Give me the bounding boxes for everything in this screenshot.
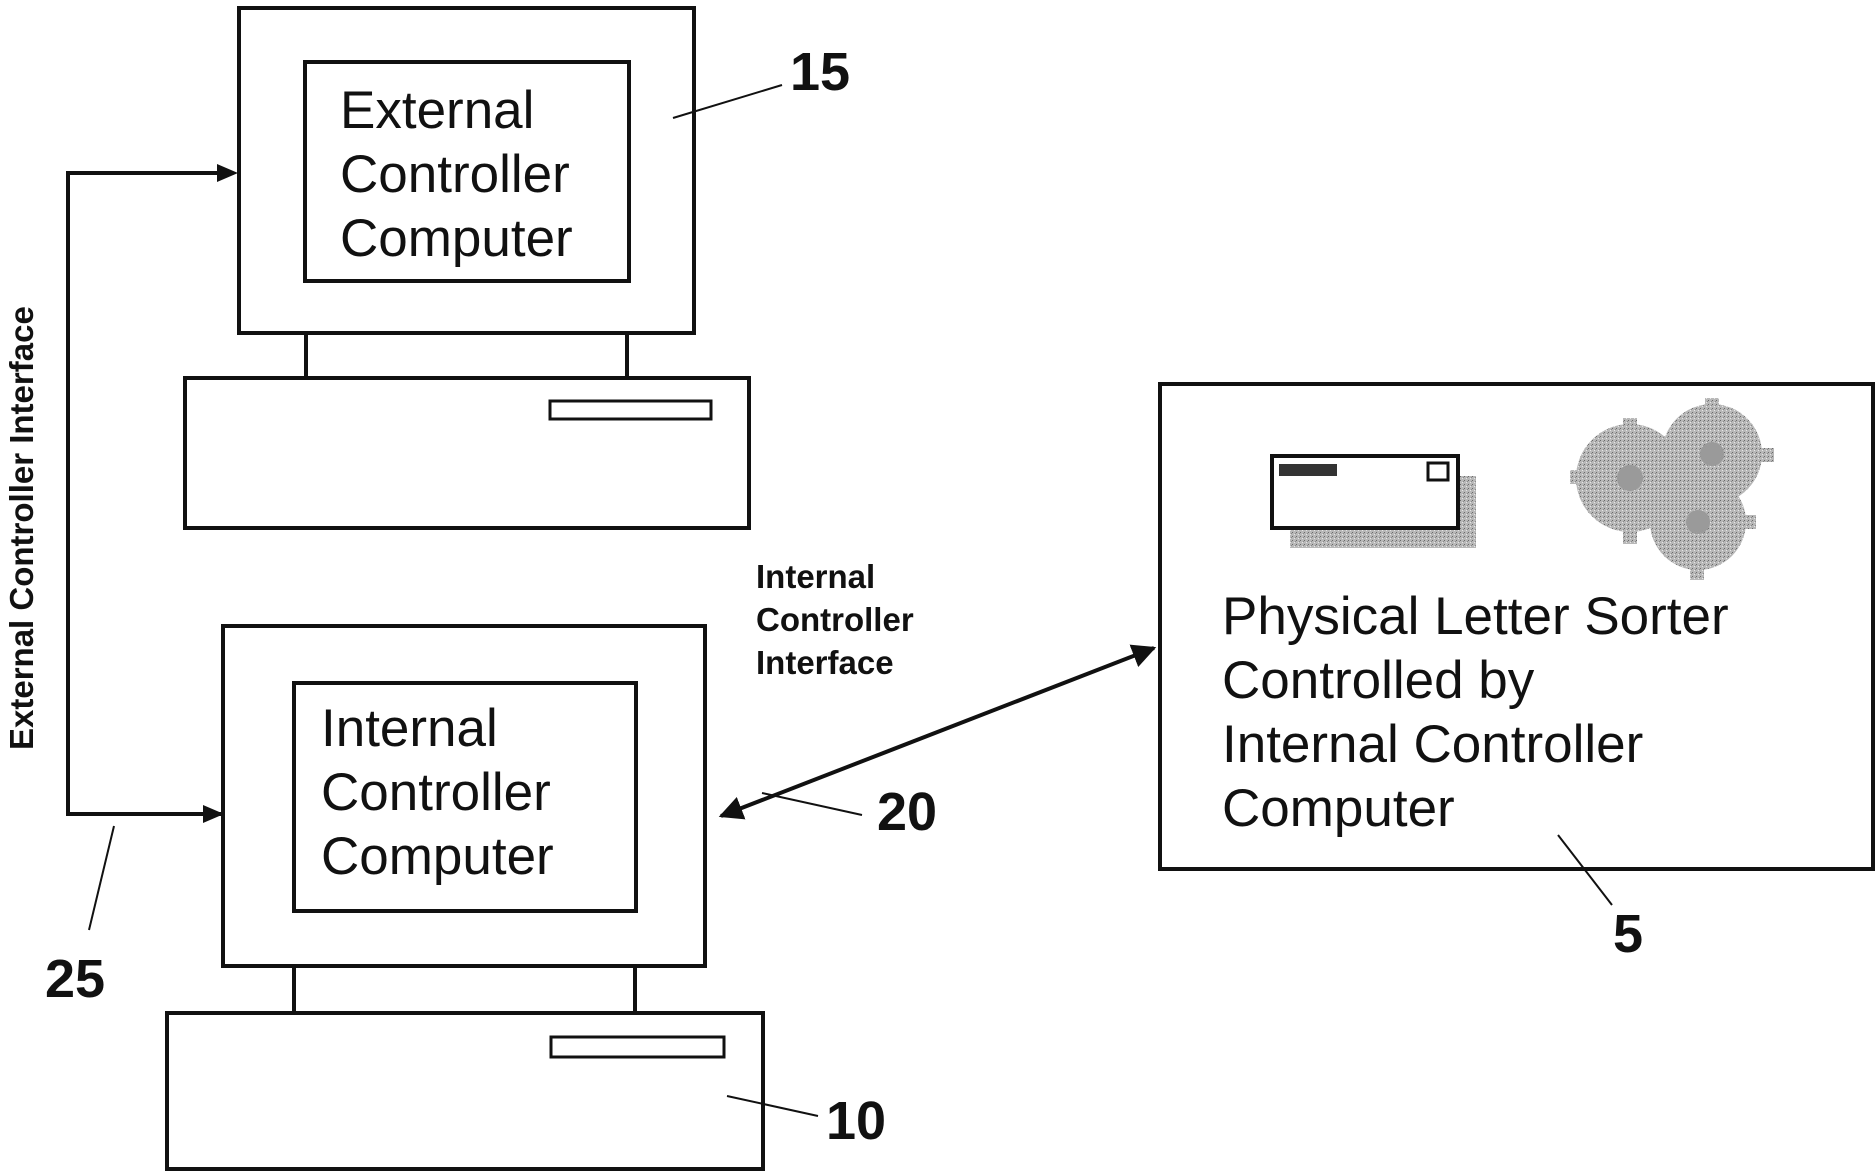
internal-interface-label-line-1: Internal	[756, 558, 875, 595]
internal-controller-computer: Internal Controller Computer	[167, 626, 763, 1169]
sorter-line-1: Physical Letter Sorter	[1222, 587, 1729, 646]
external-interface-arrowhead-bottom	[203, 805, 224, 823]
external-interface-arrowhead-top	[217, 164, 238, 182]
svg-text:External Controller: External Controller Computer	[340, 81, 585, 268]
internal-screen-line-1: Internal	[321, 699, 498, 758]
internal-screen-line-2: Controller	[321, 763, 551, 822]
external-drive-slot	[550, 401, 711, 419]
sorter-line-3: Internal Controller	[1222, 715, 1643, 774]
ref-20-leader	[762, 793, 862, 815]
sorter-line-2: Controlled by	[1222, 651, 1535, 710]
envelope-icon	[1272, 456, 1476, 548]
external-controller-computer: External Controller Computer	[185, 8, 749, 528]
physical-letter-sorter: Physical Letter Sorter Controlled by Int…	[1160, 384, 1873, 869]
ref-20: 20	[877, 782, 937, 842]
ref-10: 10	[826, 1091, 886, 1151]
internal-controller-interface: Internal Controller Interface	[721, 558, 1154, 816]
internal-interface-label-line-3: Interface	[756, 644, 894, 681]
external-screen-line-1: External	[340, 81, 534, 140]
internal-drive-slot	[551, 1037, 724, 1057]
svg-text:Internal Controller: Internal Controller Interface	[756, 558, 923, 681]
internal-interface-label-line-2: Controller	[756, 601, 914, 638]
external-interface-label: External Controller Interface	[3, 306, 40, 750]
external-screen-line-2: Controller	[340, 145, 570, 204]
sorter-line-4: Computer	[1222, 779, 1455, 838]
internal-screen-line-3: Computer	[321, 827, 554, 886]
external-screen-line-3: Computer	[340, 209, 573, 268]
ref-25-leader	[89, 826, 114, 930]
ref-15: 15	[790, 42, 850, 102]
ref-25: 25	[45, 949, 105, 1009]
ref-5: 5	[1613, 904, 1643, 964]
